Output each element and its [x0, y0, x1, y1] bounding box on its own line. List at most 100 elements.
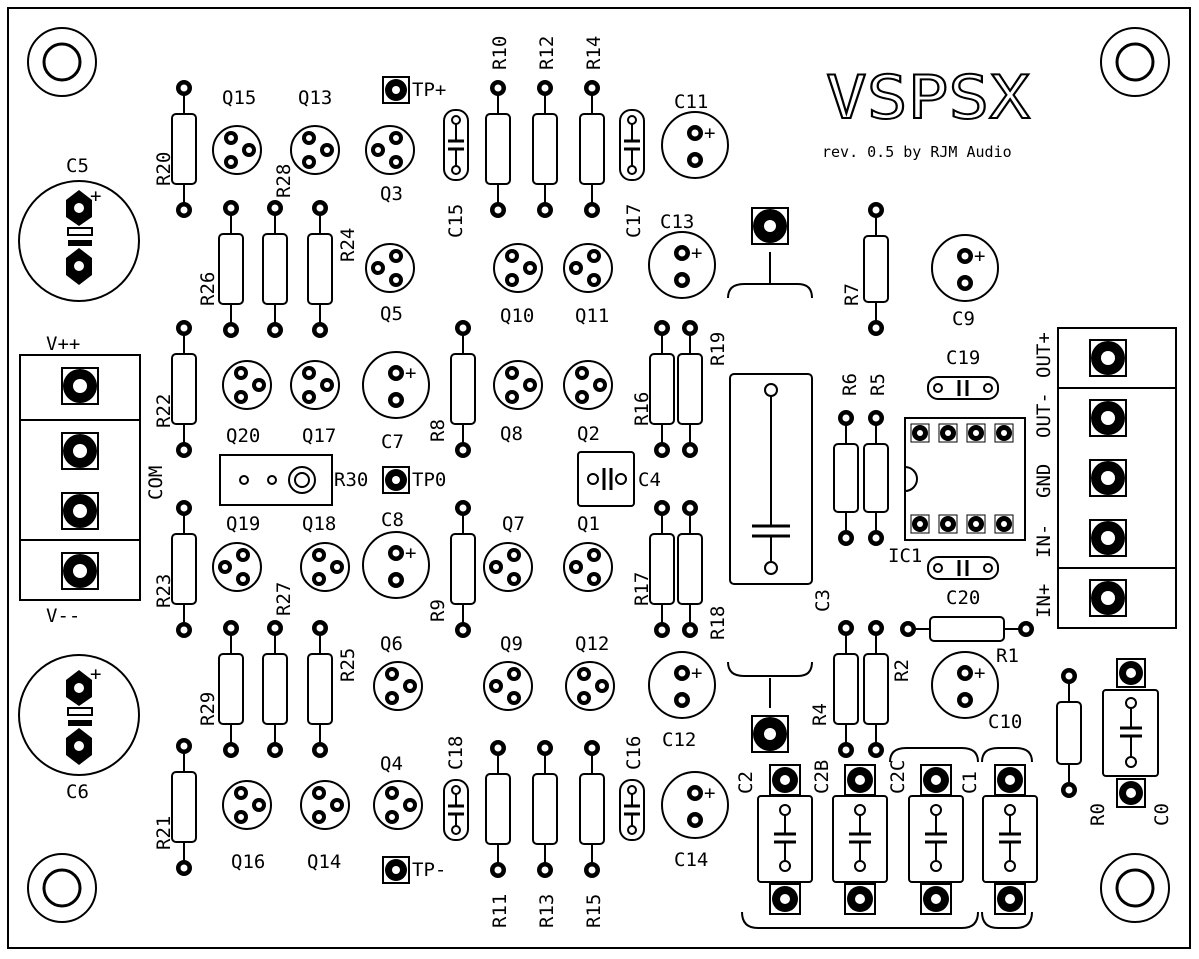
- label-c4: C4: [638, 469, 661, 491]
- label-c8: C8: [381, 509, 404, 531]
- label-c20: C20: [946, 587, 980, 609]
- label-r6: R6: [839, 373, 861, 396]
- capacitor-c3: [729, 373, 813, 585]
- transistor-q14: [300, 780, 350, 830]
- resistor-r18: [677, 500, 703, 638]
- testpoint-tp0: [382, 466, 410, 494]
- label-q5: Q5: [380, 303, 403, 325]
- label-c18: C18: [445, 736, 467, 770]
- svg-text:+: +: [405, 362, 416, 384]
- label-c15: C15: [445, 204, 467, 238]
- resistor-r5: [863, 410, 889, 546]
- label-c0: C0: [1151, 803, 1173, 826]
- resistor-r2: [863, 620, 889, 758]
- capacitor-c17: [619, 109, 645, 181]
- label-r14: R14: [583, 36, 605, 70]
- label-r22: R22: [153, 394, 175, 428]
- capacitor-c6: +: [18, 654, 140, 776]
- label-c9: C9: [952, 308, 975, 330]
- label-c1: C1: [959, 771, 981, 794]
- label-in-plus: IN+: [1033, 584, 1055, 618]
- testpoint-tp-minus: [382, 856, 410, 884]
- label-tp-minus: TP-: [412, 859, 446, 881]
- transistor-q16: [222, 780, 272, 830]
- label-r13: R13: [536, 894, 558, 928]
- resistor-r30: [219, 454, 333, 506]
- label-q1: Q1: [577, 513, 600, 535]
- transistor-q4: [373, 780, 423, 830]
- label-c2b: C2B: [811, 760, 833, 794]
- bracket-bottom-left: [741, 911, 979, 929]
- label-r28: R28: [273, 164, 295, 198]
- label-c10: C10: [988, 711, 1022, 733]
- label-q20: Q20: [226, 425, 260, 447]
- svg-text:+: +: [90, 663, 101, 685]
- svg-text:+: +: [974, 245, 985, 267]
- capacitor-c19: [927, 376, 999, 400]
- capacitor-c20: [927, 556, 999, 580]
- pad-bottom-large: [727, 661, 813, 753]
- resistor-r19: [677, 320, 703, 458]
- transistor-q1: [563, 542, 613, 592]
- label-q2: Q2: [577, 423, 600, 445]
- svg-text:+: +: [974, 662, 985, 684]
- transistor-q6: [373, 661, 423, 711]
- label-q18: Q18: [302, 513, 336, 535]
- transistor-q7: [483, 542, 533, 592]
- mounting-hole-bl: [27, 853, 97, 923]
- label-out-plus: OUT+: [1033, 332, 1055, 378]
- capacitor-c0: [1102, 658, 1159, 808]
- label-com: COM: [145, 466, 167, 500]
- label-q11: Q11: [575, 305, 609, 327]
- resistor-r23: [171, 500, 197, 638]
- label-r21: R21: [153, 816, 175, 850]
- svg-text:+: +: [691, 662, 702, 684]
- label-r8: R8: [427, 419, 449, 442]
- testpoint-tp-plus: [382, 76, 410, 104]
- resistor-r14: [579, 80, 605, 218]
- resistor-r27: [262, 620, 288, 758]
- label-r7: R7: [841, 283, 863, 306]
- resistor-r24: [307, 200, 333, 338]
- label-c7: C7: [381, 431, 404, 453]
- mounting-hole-br: [1100, 853, 1170, 923]
- resistor-r0: [1056, 668, 1082, 798]
- label-vmm: V--: [46, 605, 80, 627]
- label-r16: R16: [631, 392, 653, 426]
- capacitor-c12: +: [648, 651, 716, 719]
- resistor-r16: [649, 320, 675, 458]
- resistor-r10: [485, 80, 511, 218]
- label-q15: Q15: [222, 87, 256, 109]
- transistors: [212, 125, 615, 830]
- resistor-r29: [218, 620, 244, 758]
- label-c17: C17: [623, 204, 645, 238]
- svg-text:+: +: [90, 185, 101, 207]
- capacitor-c16: [619, 779, 645, 841]
- label-q6: Q6: [380, 633, 403, 655]
- label-r30: R30: [334, 469, 368, 491]
- transistor-q20: [222, 360, 272, 410]
- svg-text:+: +: [405, 542, 416, 564]
- svg-text:+: +: [704, 782, 715, 804]
- label-r29: R29: [197, 692, 219, 726]
- label-c6: C6: [66, 781, 89, 803]
- label-q7: Q7: [502, 513, 525, 535]
- resistor-r17: [649, 500, 675, 638]
- film-capacitors: [443, 109, 999, 841]
- capacitor-c9: +: [931, 234, 999, 302]
- resistor-r9: [450, 500, 476, 638]
- label-q17: Q17: [302, 425, 336, 447]
- resistor-r15: [579, 740, 605, 878]
- label-c2c: C2C: [887, 760, 909, 794]
- label-q8: Q8: [500, 423, 523, 445]
- label-r25: R25: [337, 648, 359, 682]
- label-c16: C16: [623, 736, 645, 770]
- transistor-q18: [300, 542, 350, 592]
- label-r24: R24: [337, 228, 359, 262]
- bracket-bottom-right: [981, 911, 1033, 929]
- label-r20: R20: [153, 152, 175, 186]
- capacitor-c14: +: [661, 771, 729, 839]
- capacitor-c13: +: [648, 231, 716, 299]
- capacitor-c18: [443, 779, 469, 841]
